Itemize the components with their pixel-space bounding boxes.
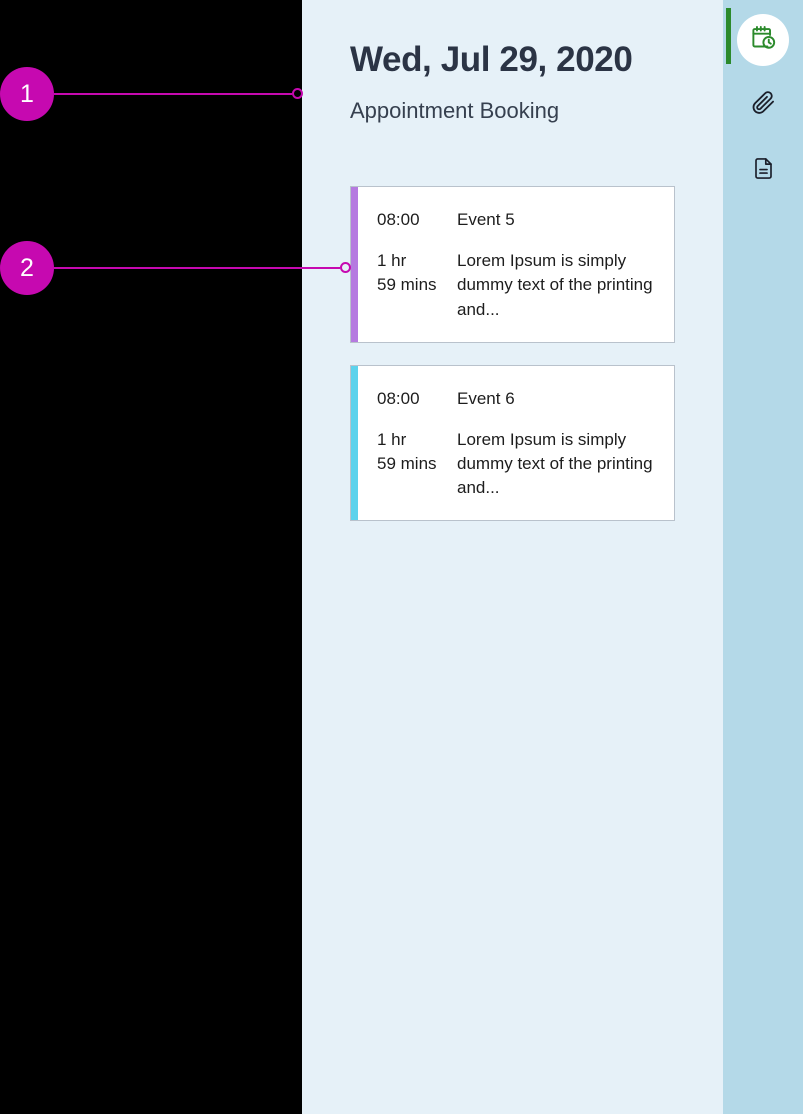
event-duration: 1 hr 59 mins bbox=[377, 429, 437, 473]
paperclip-wrapper bbox=[737, 79, 789, 131]
annotation-leader-line bbox=[54, 267, 340, 269]
page-subtitle: Appointment Booking bbox=[350, 98, 560, 124]
annotation-callout: 2 bbox=[0, 241, 803, 297]
annotation-endpoint-dot bbox=[340, 262, 351, 273]
annotation-badge: 2 bbox=[0, 241, 54, 295]
event-accent-bar bbox=[351, 187, 358, 342]
event-card[interactable]: 08:00 1 hr 59 mins Event 6 Lorem Ipsum i… bbox=[350, 364, 675, 522]
event-time: 08:00 bbox=[377, 210, 420, 229]
document-icon bbox=[751, 156, 776, 186]
event-description: Lorem Ipsum is simply dummy text of the … bbox=[457, 429, 653, 498]
rail-item-documents[interactable] bbox=[723, 145, 803, 197]
event-detail-column: Event 6 Lorem Ipsum is simply dummy text… bbox=[457, 388, 658, 501]
event-name: Event 5 bbox=[457, 210, 515, 229]
page-header: Wed, Jul 29, 2020 Appointment Booking bbox=[350, 0, 750, 125]
active-tab-bubble bbox=[737, 14, 789, 66]
calendar-clock-icon bbox=[750, 24, 777, 56]
paperclip-icon bbox=[750, 89, 777, 121]
event-name: Event 6 bbox=[457, 388, 515, 408]
rail-item-attachments[interactable] bbox=[723, 79, 803, 131]
event-detail-column: Event 5 Lorem Ipsum is simply dummy text… bbox=[457, 209, 658, 322]
rail-item-calendar[interactable] bbox=[723, 14, 803, 66]
page-title: Wed, Jul 29, 2020 bbox=[350, 40, 633, 79]
annotation-backdrop bbox=[0, 0, 302, 1114]
annotation-callout: 1 bbox=[0, 67, 803, 123]
annotation-endpoint-dot bbox=[292, 88, 303, 99]
active-tab-accent-bar bbox=[726, 8, 731, 64]
event-card[interactable]: 08:00 1 hr 59 mins Event 5 Lorem Ipsum i… bbox=[350, 186, 675, 343]
event-card-list: 08:00 1 hr 59 mins Event 5 Lorem Ipsum i… bbox=[350, 186, 675, 543]
event-time-column: 08:00 1 hr 59 mins bbox=[377, 209, 457, 322]
document-wrapper bbox=[737, 145, 789, 197]
event-accent-bar bbox=[351, 365, 358, 521]
event-time-column: 08:00 1 hr 59 mins bbox=[377, 388, 457, 501]
right-toolbar bbox=[723, 0, 803, 1114]
event-time: 08:00 bbox=[377, 388, 420, 408]
appointment-app-panel: Wed, Jul 29, 2020 Appointment Booking 08… bbox=[302, 0, 803, 1114]
annotation-leader-line bbox=[54, 93, 292, 95]
event-duration: 1 hr 59 mins bbox=[377, 251, 437, 295]
annotation-badge: 1 bbox=[0, 67, 54, 121]
event-description: Lorem Ipsum is simply dummy text of the … bbox=[457, 251, 653, 319]
